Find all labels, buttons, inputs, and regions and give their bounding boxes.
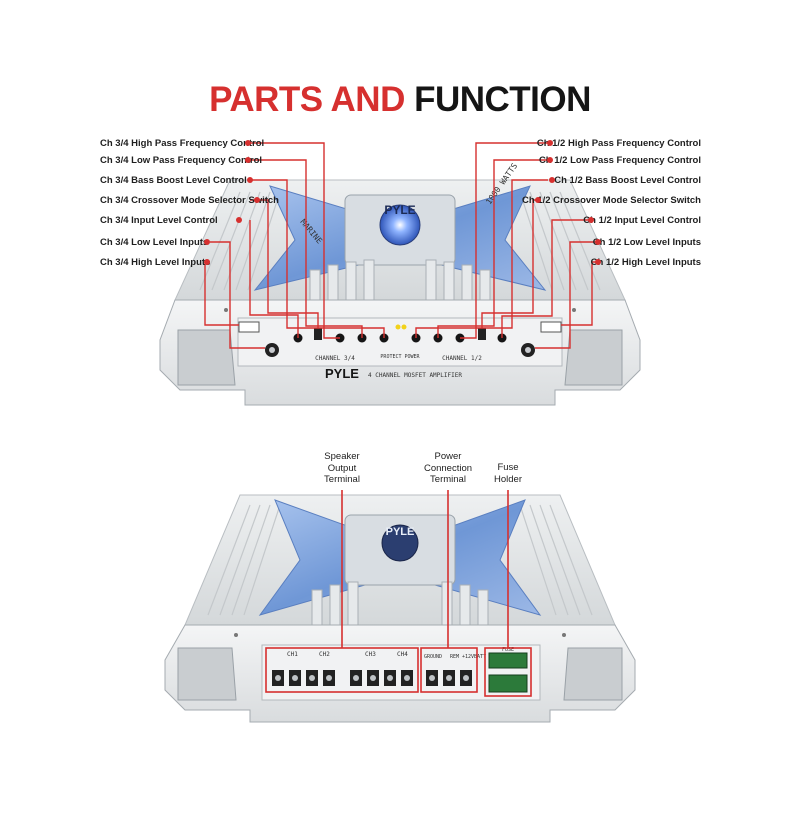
amp-channel-34: CHANNEL 3/4 (315, 355, 355, 362)
rear-ground: GROUND (424, 654, 442, 660)
power-line-2: Connection (423, 462, 473, 474)
dot-ch12-low-level (595, 239, 601, 245)
dot-ch12-crossover (535, 197, 541, 203)
label-ch12-high-pass: Ch 1/2 High Pass Frequency Control (536, 138, 701, 149)
label-speaker-output-terminal: Speaker Output Terminal (297, 451, 387, 486)
dot-ch12-input-level (588, 217, 594, 223)
rear-ch1: CH1 (287, 651, 298, 658)
page-title: PARTS AND FUNCTION (0, 80, 800, 120)
fuse-line-2: Holder (494, 473, 522, 485)
power-line-3: Terminal (430, 474, 466, 485)
label-ch34-high-pass: Ch 3/4 High Pass Frequency Control (100, 138, 265, 149)
label-ch34-low-level-inputs: Ch 3/4 Low Level Inputs (100, 237, 209, 248)
rear-ch4: CH4 (397, 651, 408, 658)
dot-ch34-high-pass (245, 140, 251, 146)
dot-ch12-high-pass (547, 140, 553, 146)
dot-ch34-crossover (254, 197, 260, 203)
title-part-1: PARTS AND (209, 80, 405, 119)
rear-rem: REM (450, 654, 459, 660)
power-line-1: Power (434, 451, 462, 462)
rear-fuse: FUSE (502, 647, 514, 653)
label-ch34-high-level-inputs: Ch 3/4 High Level Inputs (100, 257, 211, 268)
label-ch12-high-level-inputs: Ch 1/2 High Level Inputs (590, 257, 701, 268)
label-ch12-low-pass: Ch 1/2 Low Pass Frequency Control (538, 155, 701, 166)
amp-top-logo: PYLE (384, 203, 415, 217)
rear-ch2: CH2 (319, 651, 330, 658)
label-ch12-low-level-inputs: Ch 1/2 Low Level Inputs (592, 237, 701, 248)
amp-channel-12: CHANNEL 1/2 (442, 355, 482, 362)
label-ch34-bass-boost: Ch 3/4 Bass Boost Level Control (100, 175, 247, 186)
amp-front-model: 4 CHANNEL MOSFET AMPLIFIER (368, 372, 462, 379)
right-leader-lines (415, 142, 597, 349)
label-fuse-holder: Fuse Holder (463, 462, 553, 485)
speaker-line-2: Output (327, 462, 357, 474)
title-part-2: FUNCTION (414, 80, 591, 119)
label-ch12-crossover: Ch 1/2 Crossover Mode Selector Switch (522, 195, 701, 206)
label-power-connection-terminal: Power Connection Terminal (403, 451, 493, 486)
dot-ch34-bass-boost (247, 177, 253, 183)
amp-protect-power: PROTECT POWER (380, 354, 420, 360)
speaker-line-3: Terminal (324, 474, 360, 485)
amp-rear-view: PYLE CH1 CH2 CH3 CH4 GROUND REM + (164, 494, 636, 723)
label-ch34-low-pass: Ch 3/4 Low Pass Frequency Control (100, 155, 263, 166)
dot-ch34-low-pass (245, 157, 251, 163)
rear-batt: +12VBATT (462, 654, 486, 660)
dot-ch12-low-pass (547, 157, 553, 163)
label-ch12-bass-boost: Ch 1/2 Bass Boost Level Control (554, 175, 701, 186)
dot-ch34-input-level (236, 217, 242, 223)
amp-front-brand: PYLE (325, 366, 359, 381)
dot-ch34-low-level (204, 239, 210, 245)
speaker-line-1: Speaker (324, 451, 360, 462)
label-ch12-input-level: Ch 1/2 Input Level Control (583, 215, 701, 226)
label-ch34-input-level: Ch 3/4 Input Level Control (100, 215, 218, 226)
rear-ch3: CH3 (365, 651, 376, 658)
fuse-line-1: Fuse (497, 462, 519, 473)
label-ch34-crossover: Ch 3/4 Crossover Mode Selector Switch (100, 195, 279, 206)
dot-ch12-bass-boost (549, 177, 555, 183)
bottom-highlight-boxes (265, 490, 532, 697)
dot-ch34-high-level (204, 259, 210, 265)
dot-ch12-high-level (595, 259, 601, 265)
amp-rear-logo: PYLE (386, 526, 415, 538)
